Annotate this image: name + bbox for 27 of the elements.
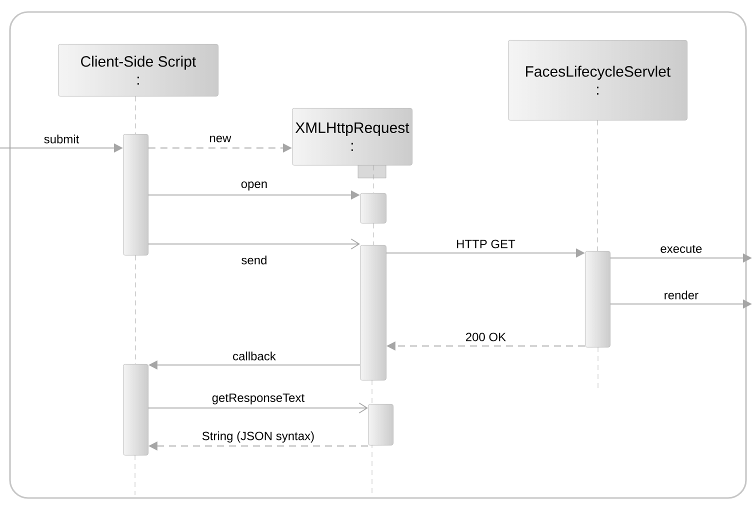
message-label: send bbox=[242, 256, 266, 264]
message-label: String (JSON syntax) bbox=[202, 431, 314, 443]
activation-bar bbox=[360, 245, 386, 380]
activation-bar bbox=[123, 364, 148, 456]
message-label: 200 OK bbox=[466, 332, 506, 342]
lifeline-header: XMLHttpRequest : bbox=[292, 108, 412, 178]
lifeline bbox=[372, 223, 374, 246]
activation-bar bbox=[123, 134, 148, 256]
activation-bar bbox=[368, 404, 394, 446]
message-label: open bbox=[241, 182, 267, 190]
message-label: getResponseText bbox=[212, 394, 304, 404]
lifeline bbox=[372, 165, 374, 194]
message-label: new bbox=[210, 136, 232, 142]
lifeline-header: Client-Side Script : bbox=[58, 44, 218, 96]
message-arrow bbox=[148, 402, 368, 414]
message-label: submit bbox=[44, 134, 80, 144]
message-label: HTTP GET bbox=[457, 240, 516, 248]
lifeline bbox=[597, 120, 598, 252]
message-label: callback bbox=[233, 352, 276, 360]
lifeline bbox=[135, 255, 136, 364]
activation-bar bbox=[360, 193, 386, 224]
message-label: render bbox=[664, 290, 698, 300]
message-label: execute bbox=[660, 245, 702, 253]
lifeline-header: FacesLifecycleServlet : bbox=[508, 40, 688, 120]
message-arrow bbox=[148, 238, 360, 250]
lifeline bbox=[135, 96, 136, 134]
activation-bar bbox=[585, 251, 610, 348]
